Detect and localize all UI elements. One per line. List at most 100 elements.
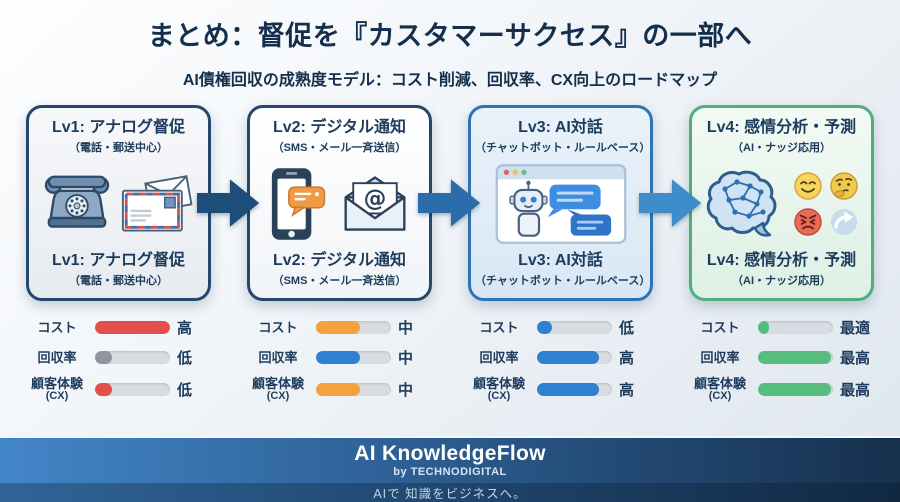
metric-value: 中: [398, 350, 414, 367]
stage-title-bottom: Lv4: 感情分析・予測: [706, 251, 857, 269]
metric-value: 中: [398, 320, 414, 337]
rotary-phone-icon: [44, 175, 109, 228]
metric-bar-track: [758, 351, 833, 364]
metric-label: 顧客体験(CX): [247, 377, 309, 402]
metric-row: 顧客体験(CX) 最高: [689, 377, 874, 402]
metrics-lv1: コスト 高 回収率 低 顧客体験(CX) 低: [26, 317, 211, 402]
metrics-lv2: コスト 中 回収率 中 顧客体験(CX) 中: [247, 317, 432, 402]
metric-bar-track: [316, 383, 391, 397]
stage-title: Lv1: アナログ督促: [51, 119, 186, 136]
stage-card-lv4: Lv4: 感情分析・予測 （AI・ナッジ応用）: [689, 105, 874, 301]
page-subtitle: AI債権回収の成熟度モデル：コスト削減、回収率、CX向上のロードマップ: [182, 72, 718, 89]
metric-bar-fill: [537, 321, 552, 334]
smartphone-sms-icon: [271, 167, 325, 240]
metric-label-cx: (CX): [487, 389, 511, 402]
metric-value: 高: [619, 350, 635, 367]
stage-subtitle-bottom: （AI・ナッジ応用）: [732, 275, 831, 287]
stage-title: Lv3: AI対話: [518, 119, 603, 136]
metric-value: 低: [177, 382, 193, 400]
metrics-lv3: コスト 低 回収率 高 顧客体験(CX) 高: [468, 317, 653, 402]
metric-bar-fill: [95, 351, 112, 364]
metric-bar-track: [537, 351, 612, 364]
metric-bar-track: [316, 321, 391, 334]
metric-label: 顧客体験(CX): [468, 377, 530, 402]
metric-bar-fill: [758, 383, 831, 397]
svg-text:@: @: [363, 185, 386, 211]
footer: AI KnowledgeFlow by TECHNODIGITAL AIで 知識…: [0, 436, 900, 502]
metric-bar-fill: [95, 321, 170, 334]
emotion-icons: [793, 171, 859, 237]
brand-tagline: AIで 知識をビジネスへ。: [373, 487, 527, 501]
metric-bar-fill: [316, 321, 360, 334]
page-title: まとめ：督促を『カスタマーサクセス』の一部へ: [147, 21, 753, 51]
metric-label: 回収率: [37, 349, 77, 365]
airmail-envelope-icon: [121, 174, 193, 232]
flow-arrow-2: [418, 179, 481, 227]
smiley-face-icon: [793, 171, 822, 200]
metric-row: コスト 高: [26, 317, 211, 338]
flow-arrow-1: [197, 179, 260, 227]
metric-bar-fill: [316, 351, 360, 364]
stage-title-bottom: Lv1: アナログ督促: [51, 251, 186, 269]
metric-bar-fill: [95, 383, 112, 397]
metric-label-cx: (CX): [266, 389, 290, 402]
header: まとめ：督促を『カスタマーサクセス』の一部へ AI債権回収の成熟度モデル：コスト…: [0, 0, 900, 90]
metric-row: コスト 最適: [689, 317, 874, 338]
email-at-icon: @: [343, 175, 406, 231]
metric-value: 高: [619, 382, 635, 400]
metric-row: 回収率 最高: [689, 347, 874, 368]
metric-row: 回収率 低: [26, 347, 211, 368]
metric-bar-track: [95, 351, 170, 364]
stage-subtitle: （AI・ナッジ応用）: [732, 142, 831, 155]
stage-metrics: コスト 高 回収率 低 顧客体験(CX) 低 コスト 中 回収率: [0, 317, 900, 402]
stage-icons: [475, 155, 646, 251]
stage-title-bottom: Lv2: デジタル通知: [272, 251, 407, 269]
stage-title-bottom: Lv3: AI対話: [518, 251, 603, 269]
metric-bar-track: [758, 383, 833, 397]
stage-card-lv3: Lv3: AI対話 （チャットボット・ルールベース）: [468, 105, 653, 301]
metric-bar-track: [316, 351, 391, 364]
metric-label-cx: (CX): [45, 389, 69, 402]
chatbot-window-icon: [495, 163, 626, 244]
stage-subtitle-bottom: （電話・郵送中心）: [69, 275, 168, 287]
metric-row: コスト 中: [247, 317, 432, 338]
metric-value: 低: [619, 320, 635, 337]
metric-label: コスト: [37, 319, 77, 335]
metric-value: 最高: [840, 382, 871, 400]
stage-icons: [696, 155, 867, 251]
stage-subtitle: （電話・郵送中心）: [69, 142, 168, 155]
stage-subtitle-bottom: （チャットボット・ルールベース）: [475, 275, 651, 287]
stage-icons: [33, 155, 204, 251]
metric-row: 回収率 高: [468, 347, 653, 368]
metric-label: 回収率: [479, 349, 519, 365]
stage-icons: @: [254, 155, 425, 251]
frustrated-face-icon: [793, 207, 822, 236]
metric-value: 最高: [840, 350, 871, 367]
metric-bar-fill: [758, 321, 769, 334]
metric-bar-fill: [758, 351, 831, 364]
thinking-face-icon: [829, 171, 858, 200]
metric-label: 回収率: [700, 349, 740, 365]
metric-value: 最適: [840, 320, 871, 337]
stage-title: Lv2: デジタル通知: [272, 119, 407, 136]
metric-bar-fill: [316, 383, 360, 397]
metric-row: 顧客体験(CX) 低: [26, 377, 211, 402]
metric-label-cx: (CX): [708, 389, 732, 402]
metric-value: 低: [177, 350, 193, 367]
metric-label: コスト: [258, 319, 298, 335]
metric-row: 顧客体験(CX) 高: [468, 377, 653, 402]
metric-value: 高: [177, 320, 193, 337]
metric-label: 顧客体験(CX): [26, 377, 88, 402]
metric-bar-fill: [537, 351, 599, 364]
metric-row: コスト 低: [468, 317, 653, 338]
metric-bar-track: [537, 321, 612, 334]
footer-tagline-band: AIで 知識をビジネスへ。: [0, 483, 900, 502]
metric-label: 顧客体験(CX): [689, 377, 751, 402]
metric-label: 回収率: [258, 349, 298, 365]
metric-row: 回収率 中: [247, 347, 432, 368]
nudge-arrow-icon: [830, 208, 857, 235]
maturity-stages: Lv1: アナログ督促 （電話・郵送中心）: [0, 105, 900, 301]
flow-arrow-3: [639, 179, 702, 227]
metric-bar-track: [95, 321, 170, 334]
brand-byline: by TECHNODIGITAL: [393, 466, 507, 478]
